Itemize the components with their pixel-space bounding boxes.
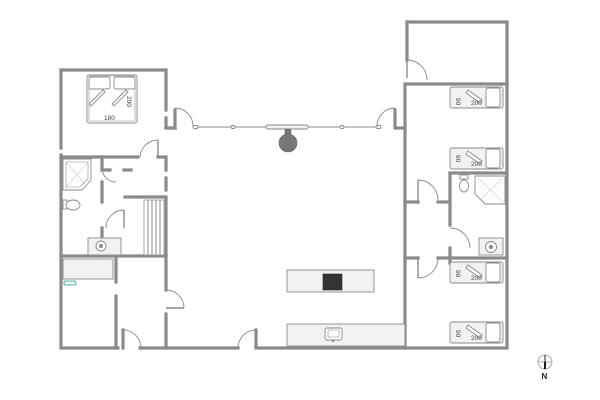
annex-north-east-walls bbox=[405, 20, 509, 86]
single-bed-icon-se2: 90 200 bbox=[449, 321, 504, 344]
utility-counter bbox=[62, 258, 114, 280]
walls bbox=[59, 20, 509, 350]
boiler-icon bbox=[63, 280, 77, 286]
window-wall bbox=[192, 124, 382, 130]
bed-ne2-length-label: 200 bbox=[471, 161, 482, 168]
door-se-bedroom-swing bbox=[417, 257, 439, 279]
master-bed-length-label: 200 bbox=[125, 96, 132, 107]
single-bed-icon-ne1: 90 200 bbox=[449, 86, 504, 109]
bed-se2-length-label: 200 bbox=[471, 335, 482, 342]
door-annex-swing bbox=[406, 59, 428, 81]
door-master-swing bbox=[139, 139, 159, 158]
door-ne-swing bbox=[376, 107, 396, 127]
doors bbox=[101, 59, 471, 349]
bed-se2-width-label: 90 bbox=[454, 330, 461, 338]
single-bed-icon-se1: 90 200 bbox=[449, 261, 504, 284]
bed-ne2-width-label: 90 bbox=[454, 155, 461, 163]
toilet-bowl-icon bbox=[65, 199, 81, 211]
door-hall-swing bbox=[101, 167, 117, 183]
west-wall-lower bbox=[59, 153, 120, 350]
hall-wall-1 bbox=[100, 155, 112, 172]
door-entrance-swing bbox=[165, 289, 185, 309]
door-bath-west-swing bbox=[105, 209, 125, 229]
stairs-icon bbox=[143, 199, 165, 256]
door-front-swing bbox=[122, 329, 142, 349]
utility-fixtures bbox=[62, 258, 114, 286]
master-bedroom-south-wall-right bbox=[156, 155, 168, 172]
stairwell-walls bbox=[123, 195, 168, 258]
master-bed-width-label: 180 bbox=[104, 115, 115, 122]
toilet-bowl-east-icon bbox=[459, 179, 469, 193]
single-bed-icon-ne2: 90 200 bbox=[449, 147, 504, 170]
door-east-bedroom-swing bbox=[417, 179, 439, 201]
door-bath-east-swing bbox=[449, 227, 471, 249]
south-wall-living-2 bbox=[254, 328, 407, 350]
door-nw-swing bbox=[174, 107, 194, 127]
bed-ne1-length-label: 200 bbox=[471, 100, 482, 107]
master-bedroom-wall-north-east bbox=[59, 68, 168, 112]
kitchen-counter bbox=[286, 323, 406, 347]
double-bed-icon: 180 200 bbox=[86, 74, 138, 124]
kitchen-fixtures bbox=[286, 269, 406, 347]
north-compass-icon: N bbox=[537, 354, 553, 381]
door-south-swing bbox=[237, 329, 257, 349]
bathroom-east-fixtures bbox=[459, 174, 506, 256]
bed-se1-length-label: 200 bbox=[471, 275, 482, 282]
wood-stove-icon bbox=[278, 128, 298, 153]
bed-se1-width-label: 90 bbox=[454, 270, 461, 278]
bathroom-west-fixtures bbox=[62, 158, 122, 256]
bed-ne1-width-label: 90 bbox=[454, 98, 461, 106]
east-wing-outer bbox=[403, 82, 509, 350]
toilet-tank-icon bbox=[459, 174, 469, 180]
compass-north-label: N bbox=[542, 372, 548, 381]
